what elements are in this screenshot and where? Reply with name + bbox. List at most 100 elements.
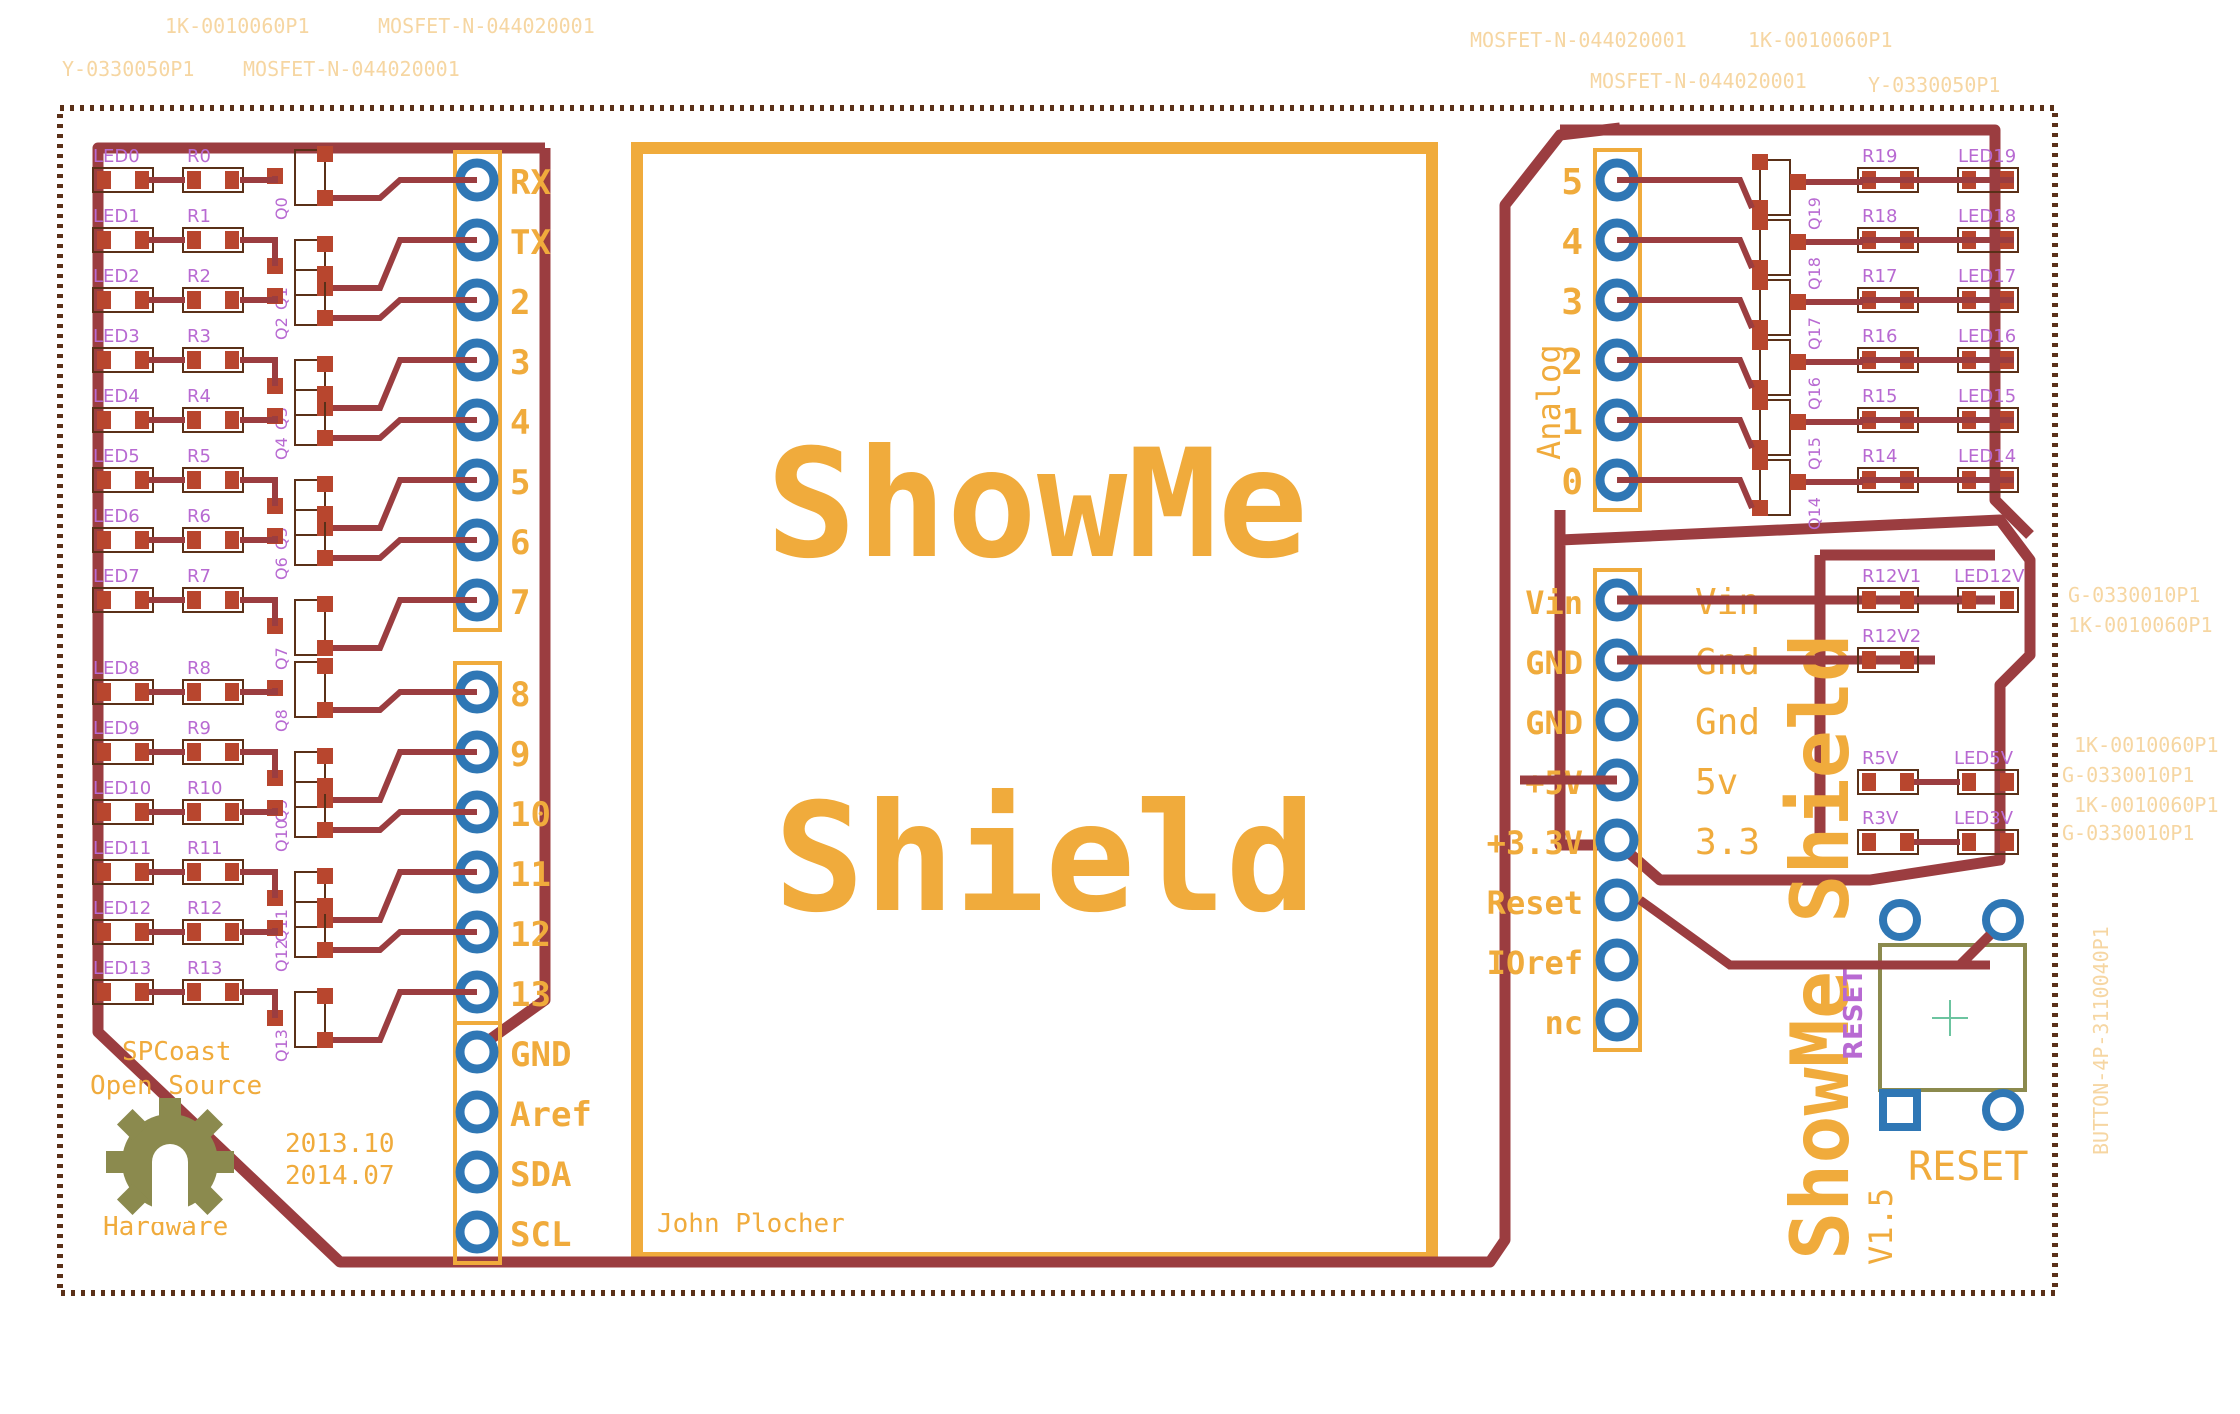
left-led-row-led7-resistor-label: R7 [187,566,211,587]
header-pin-tx-label: TX [510,223,551,263]
date-line2: 2014.07 [285,1161,395,1191]
power-led-row-r3v-resistor-label: R3V [1862,808,1899,829]
header-pin-aref[interactable]: Aref [455,1090,592,1135]
left-led-row-led1-led-label: LED1 [93,206,140,227]
left-led-row-led5: LED5R5Q5 [92,446,477,550]
left-led-row-led6-led-label: LED6 [93,506,140,527]
part-ref-top-left-4: MOSFET-N-044020001 [243,57,460,81]
part-ref-top-right-4: Y-0330050P1 [1868,73,2000,97]
open-hardware-gear-icon [106,1098,234,1222]
power-silk-gnd: Gnd [1695,702,1760,743]
right-led-row-led15-resistor-label: R15 [1862,386,1897,407]
left-led-row-led7-led-label: LED7 [93,566,140,587]
power-pin-gnd-label: GND [1525,704,1583,742]
reset-button[interactable] [1878,899,2027,1131]
left-led-row-led2-led-label: LED2 [93,266,140,287]
right-led-row-led18-resistor-label: R18 [1862,206,1897,227]
left-led-row-led0-led-label: LED0 [93,146,140,167]
header-pin-11-label: 11 [510,855,551,895]
right-led-row-led19-resistor-label: R19 [1862,146,1897,167]
power-led-row-r5v-resistor-label: R5V [1862,748,1899,769]
right-led-row-led17-led-label: LED17 [1958,266,2016,287]
left-led-array: LED0R0Q0LED1R1Q1LED2R2Q2LED3R3Q3LED4R4Q4… [92,146,477,1062]
left-led-row-led13-resistor-label: R13 [187,958,222,979]
part-ref-right-2: 1K-0010060P1 [2068,613,2213,637]
left-led-row-led9: LED9R9Q9 [92,718,477,822]
header-pin-tx[interactable]: TX [455,218,551,263]
power-silk-5v: 5v [1695,762,1738,803]
power-pin-nc[interactable]: nc [1544,998,1639,1042]
left-led-row-led4-mosfet-label: Q4 [272,437,291,460]
power-header-group: VinGNDGND+5V+3.3VResetIOrefncVinGndGnd5v… [1487,568,1995,1052]
part-ref-top-left-2: MOSFET-N-044020001 [378,14,595,38]
version-label: V1.5 [1862,1188,1900,1265]
power-pin-3-3v[interactable]: +3.3V [1487,818,1639,862]
left-led-row-led13-led-label: LED13 [93,958,151,979]
left-led-row-led2-mosfet-label: Q2 [272,317,291,340]
right-led-row-led19-mosfet-label: Q19 [1805,197,1824,230]
header-pin-13-label: 13 [510,975,551,1015]
part-ref-top-right-1: MOSFET-N-044020001 [1470,28,1687,52]
left-led-row-led11-led-label: LED11 [93,838,151,859]
header-pin-3-label: 3 [510,343,530,383]
header-pin-scl[interactable]: SCL [455,1210,571,1255]
vertical-board-title: ShowMe Shield [1774,634,1867,1260]
power-pin-gnd[interactable]: GND [1525,698,1639,742]
header-pin-5-label: 5 [510,463,530,503]
left-led-row-led0-mosfet-label: Q0 [272,197,291,220]
button-part-ref: BUTTON-4P-3110040P1 [2089,926,2113,1155]
right-led-row-led16-led-label: LED16 [1958,326,2016,347]
header-pin-10-label: 10 [510,795,551,835]
power-pin-ioref-label: IOref [1487,944,1583,982]
board-title-line1: ShowMe [766,418,1308,592]
left-led-row-led10-led-label: LED10 [93,778,151,799]
part-ref-top-left-3: Y-0330050P1 [62,57,194,81]
power-led-row-r5v-led-label: LED5V [1954,748,2014,769]
left-led-row-led11-resistor-label: R11 [187,838,222,859]
header-pin-7-label: 7 [510,583,530,623]
power-pin-reset[interactable]: Reset [1487,878,1639,922]
board-title-line2: Shield [774,772,1316,946]
part-ref-right-3: 1K-0010060P1 [2074,733,2219,757]
part-ref-right-6: G-0330010P1 [2062,821,2194,845]
part-ref-top-right-3: MOSFET-N-044020001 [1590,69,1807,93]
author-label: John Plocher [657,1209,845,1239]
left-led-row-led12-led-label: LED12 [93,898,151,919]
right-led-row-led16-resistor-label: R16 [1862,326,1897,347]
power-pin-gnd-label: GND [1525,644,1583,682]
header-pin-6-label: 6 [510,523,530,563]
left-led-row-led10-resistor-label: R10 [187,778,222,799]
power-pin-ioref[interactable]: IOref [1487,938,1639,982]
right-led-row-led14-resistor-label: R14 [1862,446,1897,467]
header-pin-sda[interactable]: SDA [455,1150,571,1195]
left-led-row-led12-mosfet-label: Q12 [272,939,291,972]
right-led-row-led18-mosfet-label: Q18 [1805,257,1824,290]
header-pin-gnd[interactable]: GND [455,1030,571,1075]
left-led-row-led8-mosfet-label: Q8 [272,709,291,732]
left-led-row-led7-mosfet-label: Q7 [272,647,291,670]
left-led-row-led6-resistor-label: R6 [187,506,211,527]
left-led-row-led12-resistor-label: R12 [187,898,222,919]
right-led-row-led15-mosfet-label: Q15 [1805,437,1824,470]
left-led-row-led8-led-label: LED8 [93,658,140,679]
analog-pin-0-label: 0 [1561,462,1583,503]
part-ref-right-5: 1K-0010060P1 [2074,793,2219,817]
header-pin-8-label: 8 [510,675,530,715]
power-pin-3-3v-label: +3.3V [1487,824,1583,862]
left-led-row-led3: LED3R3Q3 [92,326,477,430]
power-led-row-r5v: R5V LED5V [1857,748,2019,795]
header-pin-10[interactable]: 10 [455,790,551,835]
left-led-row-led11: LED11R11Q11 [92,838,477,942]
